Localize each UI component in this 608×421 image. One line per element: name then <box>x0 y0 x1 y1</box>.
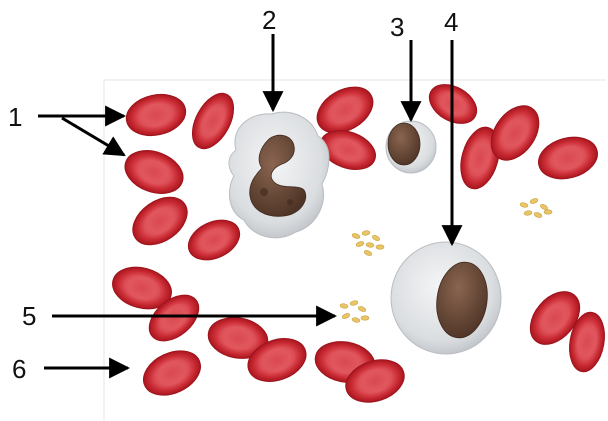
lymphocyte <box>386 121 436 173</box>
platelet-cluster <box>351 230 384 257</box>
label-2: 2 <box>262 5 276 35</box>
red-blood-cell <box>182 212 246 267</box>
lymphocyte-nucleus <box>388 123 420 165</box>
label-5: 5 <box>22 301 36 331</box>
platelet-cluster <box>340 300 369 323</box>
neutrophil <box>229 112 329 238</box>
label-3: 3 <box>390 12 404 42</box>
red-blood-cell <box>124 187 196 254</box>
red-blood-cell <box>136 342 207 404</box>
label-6: 6 <box>12 354 26 384</box>
red-blood-cell <box>534 131 602 185</box>
arrow-1b <box>62 118 124 155</box>
monocyte <box>391 242 501 354</box>
neutrophil-cytoplasm <box>229 112 329 238</box>
label-1: 1 <box>8 102 22 132</box>
red-blood-cell <box>119 143 189 201</box>
platelet-cluster <box>520 198 552 219</box>
label-4: 4 <box>444 7 458 37</box>
red-blood-cell <box>122 89 189 141</box>
red-blood-cell <box>184 87 242 156</box>
